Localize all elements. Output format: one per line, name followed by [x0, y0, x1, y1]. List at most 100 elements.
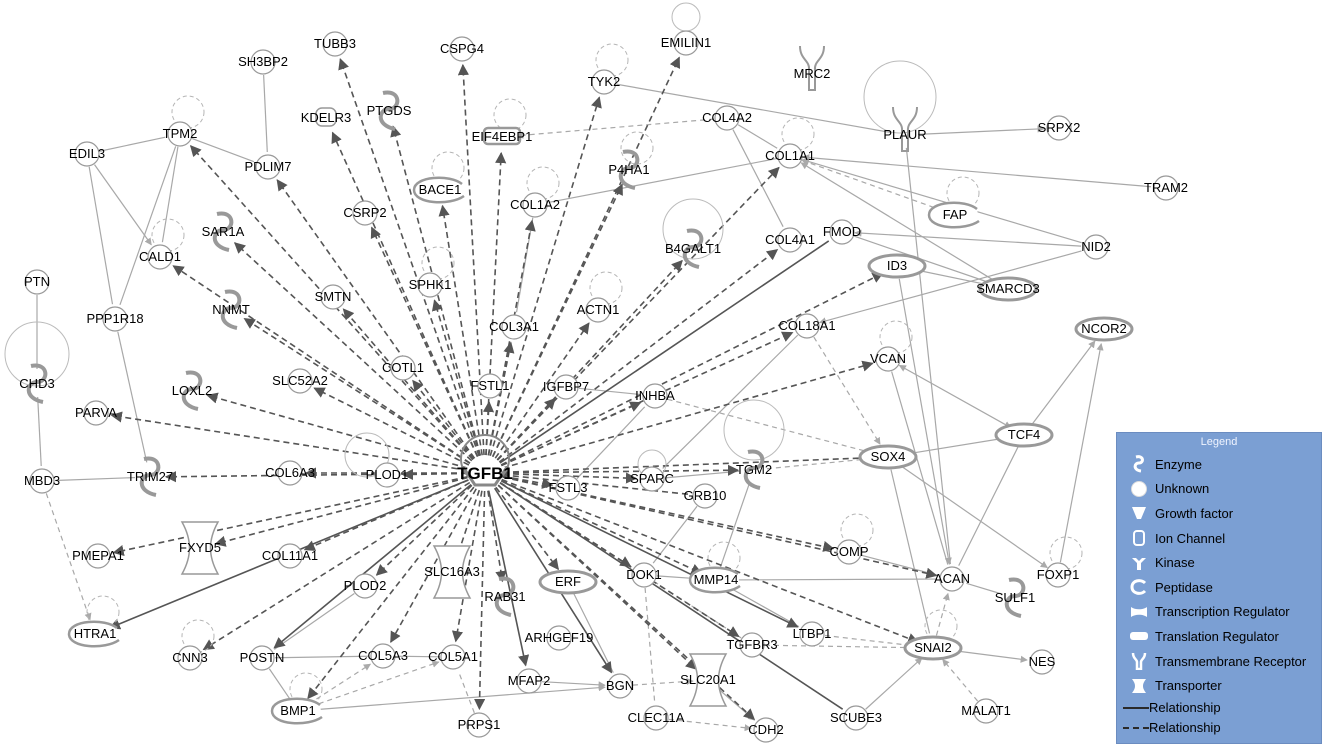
node-mrc2[interactable]	[799, 45, 825, 91]
node-sh3bp2[interactable]	[250, 49, 276, 75]
node-col3a1[interactable]	[501, 314, 527, 340]
node-col1a1[interactable]	[777, 143, 803, 169]
node-col5a1[interactable]	[440, 644, 466, 670]
node-slc52a2[interactable]	[287, 368, 313, 394]
node-col4a2[interactable]	[714, 105, 740, 131]
node-cald1[interactable]	[147, 244, 173, 270]
node-fap[interactable]	[927, 201, 980, 229]
label-tgfbr3: TGFBR3	[726, 637, 777, 652]
node-slc16a3[interactable]	[432, 545, 472, 599]
node-sulf1[interactable]	[1004, 577, 1026, 618]
node-grb10[interactable]	[692, 483, 718, 509]
node-bace1[interactable]	[412, 176, 465, 204]
node-cdh2[interactable]	[753, 717, 779, 743]
node-malat1[interactable]	[973, 698, 999, 724]
node-clec11a[interactable]	[643, 705, 669, 731]
node-fmod[interactable]	[829, 219, 855, 245]
node-snai2[interactable]	[903, 635, 963, 661]
node-tgfbr3[interactable]	[739, 632, 765, 658]
node-smarcd3[interactable]	[978, 276, 1038, 302]
node-erf[interactable]	[538, 569, 598, 595]
node-sox4[interactable]	[858, 444, 918, 470]
node-arhgef19[interactable]	[546, 625, 572, 651]
node-pdlim7[interactable]	[255, 154, 281, 180]
node-igfbp7[interactable]	[553, 374, 579, 400]
node-smtn[interactable]	[320, 284, 346, 310]
node-ppp1r18[interactable]	[102, 306, 128, 332]
node-sar1a[interactable]	[212, 211, 234, 252]
legend-item-ion-channel: Ion Channel	[1117, 526, 1321, 551]
node-eif4ebp1[interactable]	[482, 126, 522, 146]
node-tyk2[interactable]	[591, 69, 617, 95]
node-bmp1[interactable]	[270, 697, 323, 725]
node-bgn[interactable]	[607, 673, 633, 699]
node-foxp1[interactable]	[1045, 562, 1071, 588]
node-nnmt[interactable]	[220, 289, 242, 330]
node-sparc[interactable]	[639, 466, 665, 492]
node-col11a1[interactable]	[277, 543, 303, 569]
node-cotl1[interactable]	[390, 355, 416, 381]
node-col1a2[interactable]	[522, 192, 548, 218]
node-fstl3[interactable]	[555, 475, 581, 501]
node-emilin1[interactable]	[673, 30, 699, 56]
node-id3[interactable]	[867, 253, 927, 279]
node-dok1[interactable]	[631, 562, 657, 588]
node-ptn[interactable]	[24, 269, 50, 295]
node-cspg4[interactable]	[449, 36, 475, 62]
label-sh3bp2: SH3BP2	[238, 54, 288, 69]
node-edil3[interactable]	[74, 141, 100, 167]
node-tram2[interactable]	[1153, 175, 1179, 201]
node-mfap2[interactable]	[516, 668, 542, 694]
node-acan[interactable]	[939, 566, 965, 592]
legend-item-label: Peptidase	[1155, 579, 1213, 595]
edge-tgfb1-cdh2	[497, 484, 756, 720]
node-csrp2[interactable]	[352, 200, 378, 226]
node-pmepa1[interactable]	[85, 543, 111, 569]
node-trim27[interactable]	[139, 456, 161, 497]
node-comp[interactable]	[836, 539, 862, 565]
node-vcan[interactable]	[875, 346, 901, 372]
node-htra1[interactable]	[67, 620, 120, 648]
node-sphk1[interactable]	[417, 272, 443, 298]
node-plaur[interactable]	[892, 106, 918, 152]
node-b4galt1[interactable]	[682, 228, 704, 269]
node-mbd3[interactable]	[29, 468, 55, 494]
node-tgm2[interactable]	[743, 449, 765, 490]
node-cnn3[interactable]	[177, 645, 203, 671]
node-plod1[interactable]	[374, 462, 400, 488]
node-col5a3[interactable]	[370, 643, 396, 669]
node-p4ha1[interactable]	[618, 149, 640, 190]
node-actn1[interactable]	[585, 297, 611, 323]
node-plod2[interactable]	[352, 573, 378, 599]
node-nid2[interactable]	[1083, 234, 1109, 260]
node-tubb3[interactable]	[322, 31, 348, 57]
node-srpx2[interactable]	[1046, 115, 1072, 141]
node-nes[interactable]	[1029, 649, 1055, 675]
node-slc20a1[interactable]	[688, 653, 728, 707]
node-tcf4[interactable]	[994, 422, 1054, 448]
node-col18a1[interactable]	[794, 313, 820, 339]
legend-item-growth-factor: Growth factor	[1117, 501, 1321, 526]
node-col4a1[interactable]	[777, 227, 803, 253]
node-postn[interactable]	[249, 645, 275, 671]
node-chd3[interactable]	[26, 363, 48, 404]
node-scube3[interactable]	[843, 705, 869, 731]
node-ptgds[interactable]	[378, 90, 400, 131]
node-mmp14[interactable]	[688, 566, 741, 594]
node-prps1[interactable]	[466, 712, 492, 738]
node-fxyd5[interactable]	[180, 521, 220, 575]
node-ncor2[interactable]	[1074, 316, 1134, 342]
node-col6a3[interactable]	[277, 460, 303, 486]
node-rab31[interactable]	[494, 576, 516, 617]
legend-item-label: Transporter	[1155, 678, 1222, 694]
node-fstl1[interactable]	[477, 373, 503, 399]
node-inhba[interactable]	[642, 383, 668, 409]
label-rab31: RAB31	[484, 589, 525, 604]
node-kdelr3[interactable]	[315, 107, 337, 127]
node-loxl2[interactable]	[181, 370, 203, 411]
node-parva[interactable]	[83, 400, 109, 426]
node-tpm2[interactable]	[167, 121, 193, 147]
node-ltbp1[interactable]	[799, 621, 825, 647]
edge-tpm2-cald1	[161, 146, 179, 243]
node-tgfb1[interactable]	[460, 434, 510, 487]
